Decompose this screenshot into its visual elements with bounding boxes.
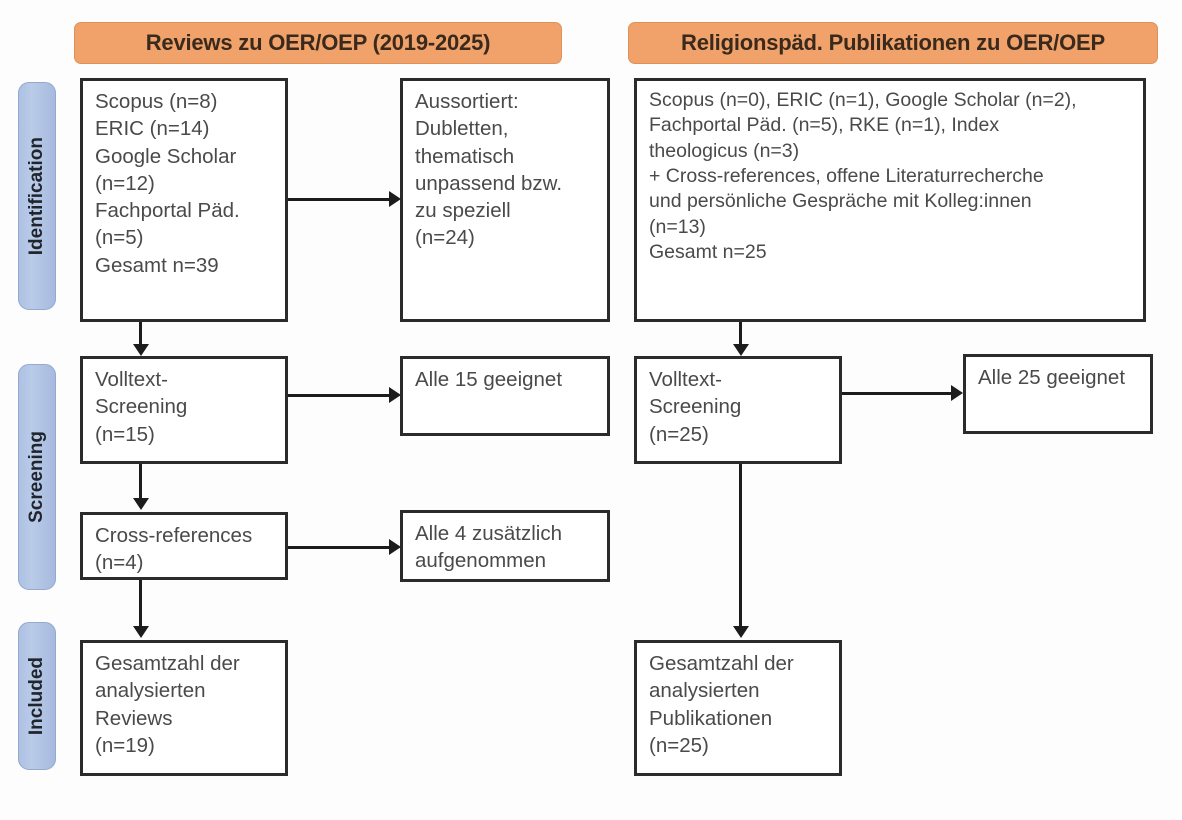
box-left-included: Gesamtzahl der analysierten Reviews (n=1… — [80, 640, 288, 776]
arrow-left-ident-to-excluded — [389, 191, 401, 207]
box-left-crossrefs-result: Alle 4 zusätzlich aufgenommen — [400, 510, 610, 582]
stage-tab-included-label: Included — [26, 656, 47, 736]
box-left-excluded: Aussortiert: Dubletten, thematisch unpas… — [400, 78, 610, 322]
box-right-included: Gesamtzahl der analysierten Publikatione… — [634, 640, 842, 776]
box-left-screening-result: Alle 15 geeignet — [400, 356, 610, 436]
arrow-left-screening-to-crossrefs — [133, 498, 149, 510]
box-left-screening: Volltext- Screening (n=15) — [80, 356, 288, 464]
header-left: Reviews zu OER/OEP (2019-2025) — [74, 22, 562, 64]
arrow-left-ident-to-screening — [133, 344, 149, 356]
connector-left-screening-to-result — [288, 394, 392, 397]
connector-left-crossrefs-to-included — [139, 580, 142, 628]
header-right: Religionspäd. Publikationen zu OER/OEP — [628, 22, 1158, 64]
arrow-right-screening-to-included — [733, 626, 749, 638]
box-left-crossrefs: Cross-references (n=4) — [80, 512, 288, 580]
box-right-identification: Scopus (n=0), ERIC (n=1), Google Scholar… — [634, 78, 1146, 322]
arrow-left-crossrefs-to-result — [389, 539, 401, 555]
stage-tab-screening-label: Screening — [26, 431, 47, 523]
stage-tab-identification: Identification — [18, 82, 56, 310]
box-right-screening: Volltext- Screening (n=25) — [634, 356, 842, 464]
stage-tab-identification-label: Identification — [26, 136, 47, 256]
connector-left-ident-to-excluded — [288, 198, 392, 201]
box-left-identification: Scopus (n=8) ERIC (n=14) Google Scholar … — [80, 78, 288, 322]
connector-left-crossrefs-to-result — [288, 546, 392, 549]
connector-left-ident-to-screening — [139, 322, 142, 346]
arrow-right-ident-to-screening — [733, 344, 749, 356]
connector-left-screening-to-crossrefs — [139, 464, 142, 500]
stage-tab-screening: Screening — [18, 364, 56, 590]
connector-right-ident-to-screening — [739, 322, 742, 346]
arrow-left-crossrefs-to-included — [133, 626, 149, 638]
connector-right-screening-to-included — [739, 464, 742, 628]
box-right-screening-result: Alle 25 geeignet — [963, 354, 1153, 434]
stage-tab-included: Included — [18, 622, 56, 770]
arrow-right-screening-to-result — [951, 385, 963, 401]
arrow-left-screening-to-result — [389, 387, 401, 403]
connector-right-screening-to-result — [842, 392, 954, 395]
